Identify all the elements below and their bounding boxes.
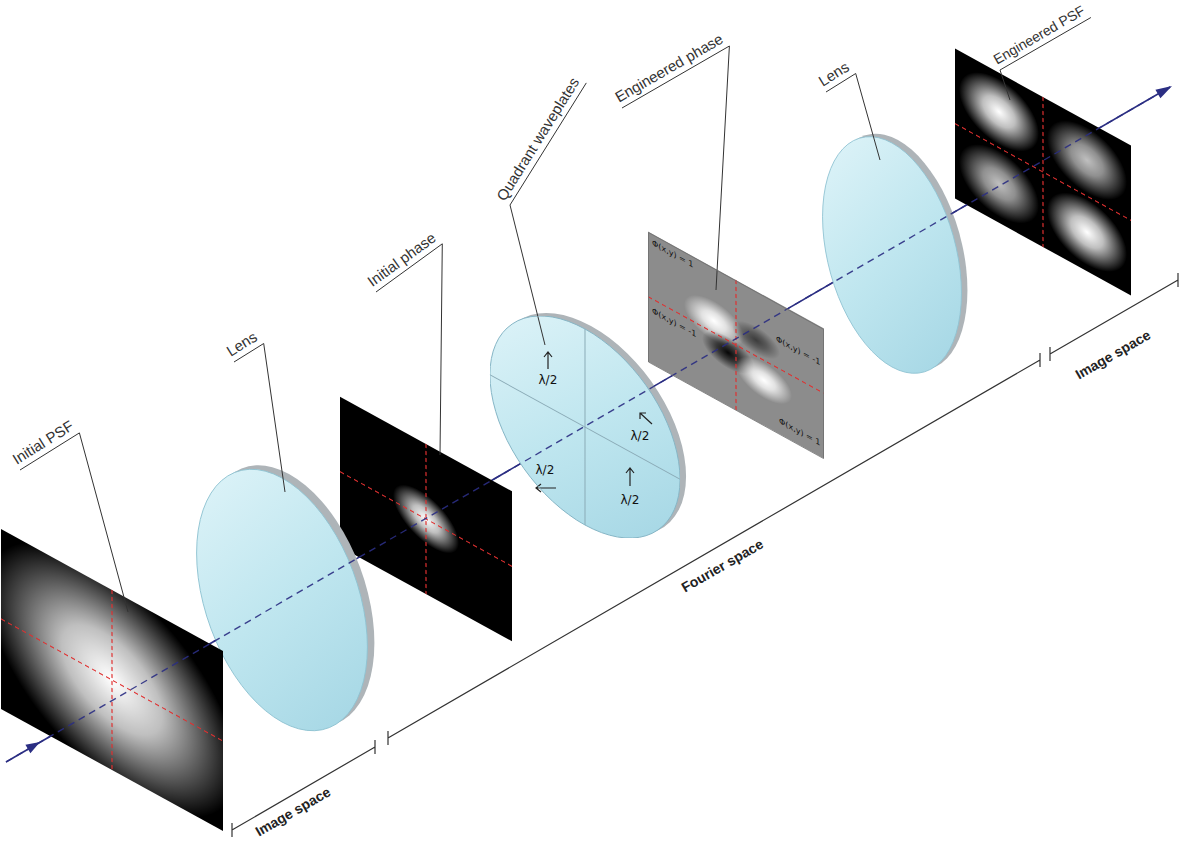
retardance-label: λ/2 — [536, 464, 555, 477]
panel-outline — [649, 233, 824, 459]
leader-line — [716, 46, 729, 290]
axis-arrowhead — [1155, 86, 1172, 98]
optical-axis — [6, 87, 1170, 762]
callout-label: Lens — [223, 328, 261, 362]
initial-psf-panel — [0, 446, 272, 847]
retardance-label: λ/2 — [631, 430, 650, 443]
leader-line — [440, 244, 442, 455]
disk-outline — [490, 316, 680, 538]
callout-label: Lens — [815, 58, 853, 92]
axis-arrowhead — [25, 742, 40, 753]
leader-line — [510, 205, 545, 345]
quadrant-waveplate — [490, 274, 686, 578]
leader-line — [79, 433, 128, 612]
waveplate-disk: λ/2 λ/2 λ/2 λ/2 — [490, 316, 680, 538]
phase-value-label: Φ(x,y) = -1 — [652, 307, 696, 340]
leader-line — [1000, 70, 1010, 100]
phase-panel: Φ(x,y) = 1 Φ(x,y) = -1 Φ(x,y) = -1 Φ(x,y) =… — [648, 232, 824, 459]
region-bracket — [232, 273, 1178, 837]
optical-axis — [6, 87, 1170, 762]
region-label: Image space — [252, 784, 334, 843]
phase-value-label: Φ(x,y) = -1 — [776, 335, 820, 368]
retardance-label: λ/2 — [621, 494, 640, 507]
callout-label: Engineered PSF — [990, 2, 1089, 70]
callout-label: Engineered phase — [612, 30, 728, 108]
lens — [823, 102, 968, 405]
phase-value-label: Φ(x,y) = 1 — [652, 239, 693, 271]
leader-line — [264, 344, 285, 493]
phase-value-label: Φ(x,y) = 1 — [779, 417, 820, 449]
polarization-arrow — [536, 352, 652, 492]
callout-label: Quadrant waveplates — [493, 74, 585, 205]
region-label: Image space — [1072, 327, 1154, 386]
node-outline — [490, 316, 680, 538]
leader-line — [856, 74, 880, 161]
node-outline — [648, 232, 824, 459]
callout-label: Initial phase — [364, 229, 441, 292]
engineered-psf-panel — [955, 49, 1131, 296]
region-label: Fourier space — [678, 536, 767, 598]
retardance-label: λ/2 — [539, 374, 558, 387]
callout-label: Initial PSF — [9, 417, 78, 470]
